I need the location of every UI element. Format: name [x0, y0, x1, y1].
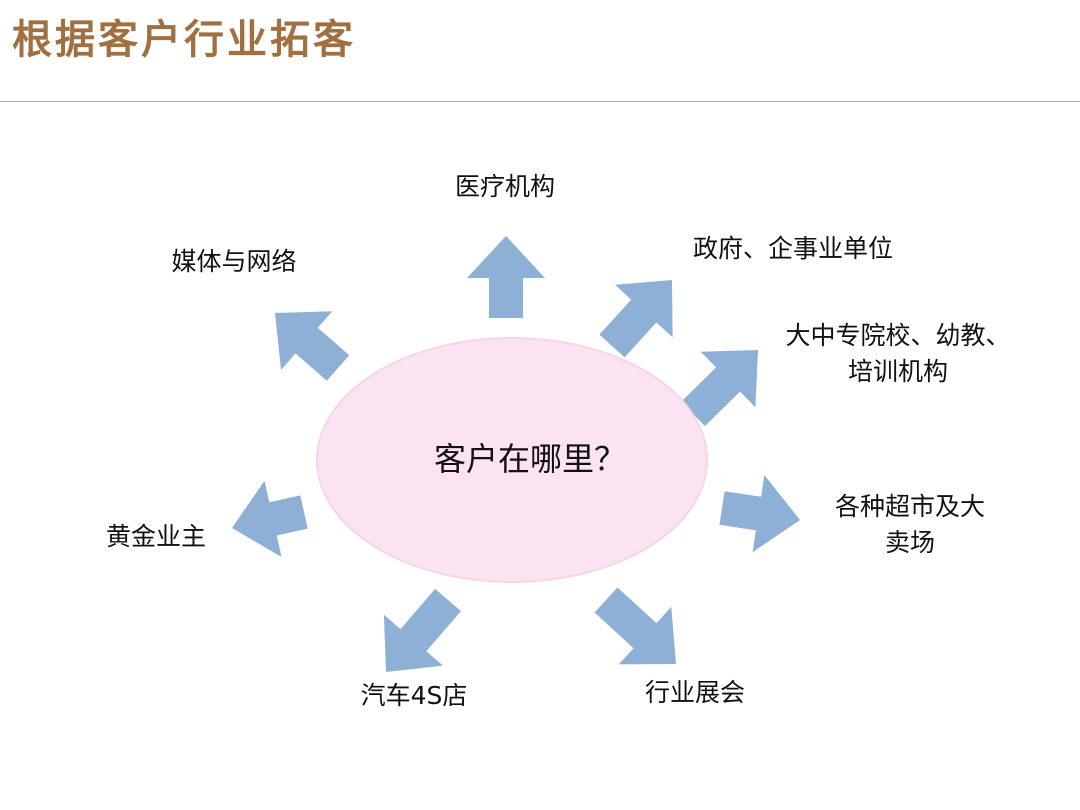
arrow-government — [599, 280, 673, 358]
label-education-line-2: 培训机构 — [848, 357, 948, 386]
slide-title: 根据客户行业拓客 — [12, 17, 356, 63]
arrow-education — [681, 350, 758, 427]
label-media-line-1: 媒体与网络 — [171, 247, 296, 276]
arrows-layer — [232, 236, 800, 672]
center-ellipse — [316, 337, 708, 583]
label-supermarket-line-2: 卖场 — [885, 528, 935, 557]
arrow-auto4s — [383, 588, 461, 672]
arrow-media — [275, 311, 350, 381]
center-label: 客户在哪里？ — [434, 440, 626, 478]
label-exhibition-line-1: 行业展会 — [645, 678, 745, 707]
title-divider — [0, 101, 1080, 102]
arrow-gold — [232, 480, 308, 557]
label-government-line-1: 政府、企事业单位 — [693, 234, 893, 263]
label-supermarket-line-1: 各种超市及大 — [835, 492, 985, 521]
label-auto4s-line-1: 汽车4S店 — [361, 681, 468, 710]
arrow-medical — [467, 236, 545, 318]
arrow-exhibition — [594, 587, 676, 665]
label-medical-line-1: 医疗机构 — [455, 172, 555, 201]
label-education-line-1: 大中专院校、幼教、 — [785, 321, 1010, 350]
arrow-supermarket — [719, 475, 800, 553]
label-gold-line-1: 黄金业主 — [106, 522, 206, 551]
